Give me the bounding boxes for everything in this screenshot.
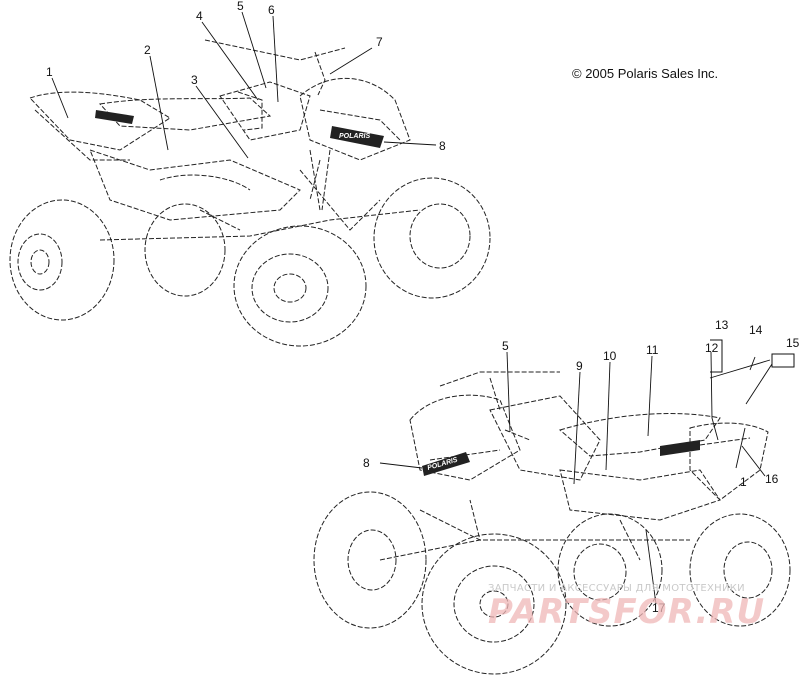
watermark-tagline: ЗАПЧАСТИ И АКСЕССУАРЫ ДЛЯ МОТОТЕХНИКИ <box>488 583 745 594</box>
callout-16: 16 <box>765 472 779 486</box>
callout-12: 12 <box>705 341 719 355</box>
callout-7: 7 <box>376 35 383 49</box>
callout-5: 5 <box>237 0 244 13</box>
callout-4: 4 <box>196 9 203 23</box>
callout-10: 10 <box>603 349 617 363</box>
callout-13: 13 <box>715 318 729 332</box>
callout-5: 5 <box>502 339 509 353</box>
callout-8: 8 <box>363 456 370 470</box>
atv-bottom-wheels <box>313 491 791 675</box>
atv-top-wheels <box>9 177 491 347</box>
decal-15-shape <box>745 353 795 405</box>
callouts-bottom: 5 8 9 10 11 12 13 14 15 16 1 17 <box>363 318 800 615</box>
callout-6: 6 <box>268 3 275 17</box>
callout-14: 14 <box>749 323 763 337</box>
callout-3: 3 <box>191 73 198 87</box>
svg-text:POLARIS: POLARIS <box>339 133 370 140</box>
callouts-top: 1 2 3 4 5 6 7 8 <box>46 0 446 153</box>
watermark-logo: PARTSFOR.RU <box>488 592 766 632</box>
callout-9: 9 <box>576 359 583 373</box>
atv-top-view <box>29 39 421 241</box>
leader-lines <box>51 11 771 605</box>
atv-bottom-view <box>379 371 769 561</box>
copyright-notice: © 2005 Polaris Sales Inc. <box>572 66 719 81</box>
decal-13-shape <box>710 339 723 373</box>
decal-bottom-rear <box>660 440 700 456</box>
decal-top-polaris: POLARIS <box>330 126 384 148</box>
callout-2: 2 <box>144 43 151 57</box>
callout-1: 1 <box>740 475 747 489</box>
callout-17: 17 <box>652 601 666 615</box>
callout-8: 8 <box>439 139 446 153</box>
decal-top-rear <box>95 110 134 124</box>
callout-15: 15 <box>786 336 800 350</box>
callout-11: 11 <box>646 343 659 357</box>
callout-1: 1 <box>46 65 53 79</box>
decal-bottom-polaris: POLARIS <box>422 452 470 476</box>
